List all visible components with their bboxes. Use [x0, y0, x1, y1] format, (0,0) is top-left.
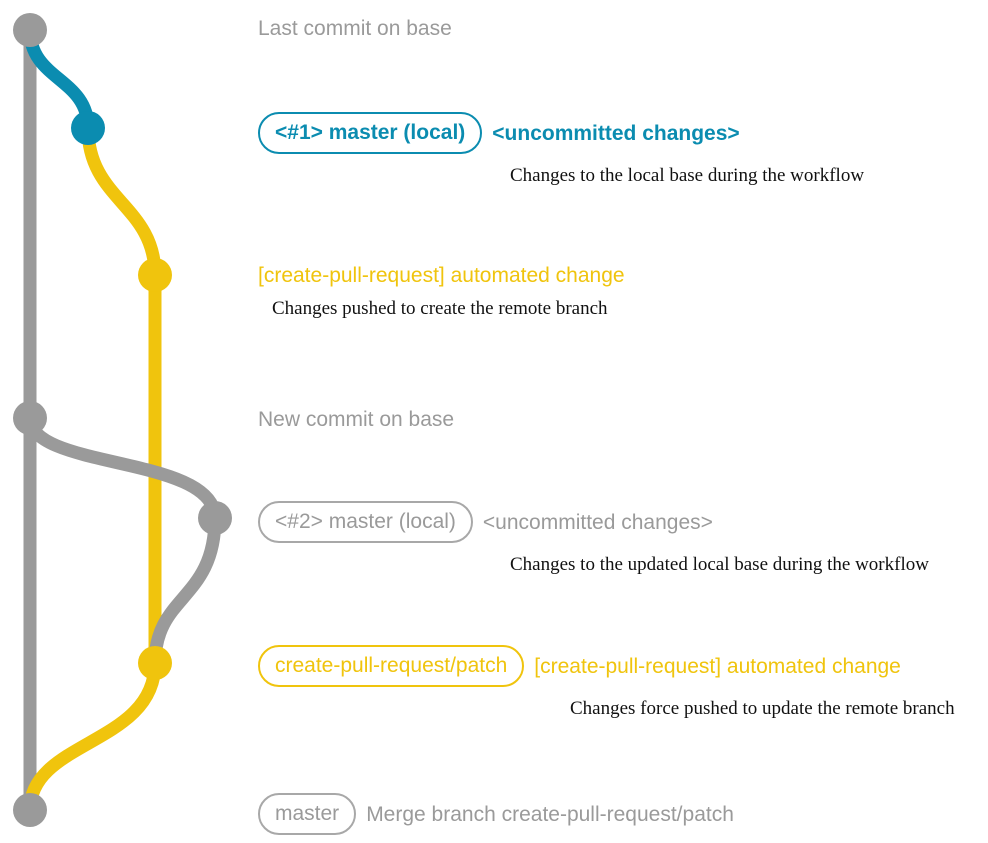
commit-description-local-2: Changes to the updated local base during… — [510, 554, 929, 575]
commit-node-local-1[interactable] — [71, 111, 105, 145]
commit-node-remote-1[interactable] — [138, 258, 172, 292]
merge-line — [23, 656, 162, 817]
base-last-commit-heading: Last commit on base — [258, 17, 452, 40]
row-new-commit-on-base: New commit on base — [258, 409, 454, 430]
row-remote-commit-2: create-pull-request/patch [create-pull-re… — [258, 645, 955, 718]
commit-node-local-2[interactable] — [198, 501, 232, 535]
local-2-to-remote-2-line — [148, 511, 222, 670]
row-local-commit-2: <#2> master (local) <uncommitted changes>… — [258, 501, 929, 574]
commit-subject-remote-2: [create-pull-request] automated change — [534, 654, 901, 678]
commit-title-remote-1: [create-pull-request] automated change — [258, 264, 625, 287]
commit-node-remote-2[interactable] — [138, 646, 172, 680]
remote-branch-1-line — [81, 121, 162, 282]
branch-badge-master-local-2[interactable]: <#2> master (local) — [258, 501, 473, 543]
commit-subject-merge: Merge branch create-pull-request/patch — [366, 802, 734, 826]
commit-node-base-last[interactable] — [13, 13, 47, 47]
local-branch-2-line — [23, 411, 222, 525]
commit-subject-local-1: <uncommitted changes> — [492, 121, 740, 145]
row-local-commit-1: <#1> master (local) <uncommitted changes>… — [258, 112, 864, 185]
row-remote-commit-1: [create-pull-request] automated change C… — [258, 265, 625, 318]
commit-description-remote-1: Changes pushed to create the remote bran… — [272, 298, 608, 319]
branch-badge-master[interactable]: master — [258, 793, 357, 835]
commit-description-remote-2: Changes force pushed to update the remot… — [570, 698, 955, 719]
commit-subject-local-2: <uncommitted changes> — [482, 510, 713, 534]
commit-node-base-merge[interactable] — [13, 793, 47, 827]
branch-badge-create-pull-request-patch[interactable]: create-pull-request/patch — [258, 645, 525, 687]
commit-description-local-1: Changes to the local base during the wor… — [510, 165, 865, 186]
base-new-commit-heading: New commit on base — [258, 408, 455, 431]
commit-node-base-new[interactable] — [13, 401, 47, 435]
row-merge-commit: master Merge branch create-pull-request/p… — [258, 793, 734, 835]
branch-badge-master-local-1[interactable]: <#1> master (local) — [258, 112, 483, 154]
row-last-commit-on-base: Last commit on base — [258, 18, 452, 39]
